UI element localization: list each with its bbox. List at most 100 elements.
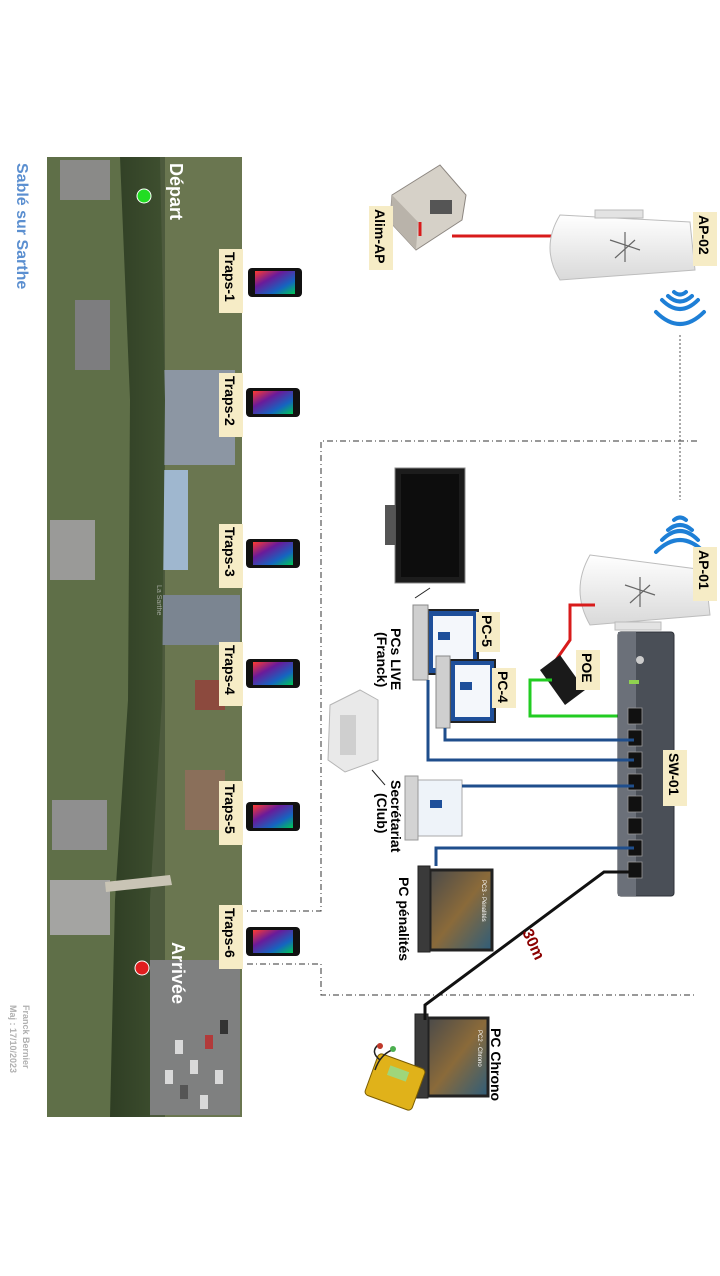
pc4-label: PC-4 [495, 671, 511, 703]
pc5-label-bg [476, 612, 500, 652]
phone-screen [253, 805, 293, 828]
building [52, 800, 107, 850]
printer-device [327, 689, 386, 786]
tv-screen [401, 474, 459, 577]
chronometer-display [386, 1065, 410, 1082]
trap-3: Traps-3 [219, 524, 300, 588]
alim-label: Alim-AP [372, 209, 388, 263]
phone-screen [253, 930, 293, 953]
link-pc-penalites [434, 846, 634, 866]
ap01-label-bg [693, 547, 717, 601]
building [60, 160, 110, 200]
ap-02-device: AP-02 [549, 209, 717, 281]
secretariat-label: Secrétariat [388, 780, 404, 853]
switch-sw01: SW-01 [617, 631, 687, 897]
trap-5: Traps-5 [219, 781, 300, 845]
tv-arrow [414, 587, 431, 599]
chronometer-icon [364, 1053, 426, 1111]
port [627, 861, 643, 879]
poe-link-green [528, 678, 632, 718]
pcs-live-label: PCs LIVE [388, 628, 404, 690]
trap-label-bg [219, 524, 243, 588]
laptop-base [404, 775, 419, 841]
start-marker [136, 188, 152, 204]
laptop-screen-logo [460, 682, 472, 690]
laptop-base [412, 604, 429, 681]
laptop-base [435, 655, 451, 729]
pc-penalites-device: PC3 - Pénalités [417, 865, 494, 953]
ap-mount [614, 621, 662, 631]
trap-label: Traps-3 [222, 527, 238, 577]
chrono-screen-text: PC2 - Chrono [476, 1030, 482, 1067]
cable-length-label: 30m [518, 927, 547, 963]
ap-01-device: AP-01 [579, 547, 717, 631]
finish-marker [134, 960, 150, 976]
alim-ap-device: Alim-AP [369, 164, 467, 270]
trap-label-bg [219, 905, 243, 969]
start-label: Départ [166, 163, 186, 220]
poe-injector-icon [540, 655, 585, 705]
switch-ports [627, 707, 643, 879]
laptop-screen [428, 868, 494, 952]
building [185, 770, 225, 830]
penalites-screen-text: PC3 - Pénalités [480, 880, 486, 922]
tv-stand [385, 505, 395, 545]
lan-links [426, 680, 634, 866]
wifi-icon [654, 290, 706, 326]
river-label: La Sarthe [155, 585, 162, 615]
building [50, 520, 95, 580]
river [110, 157, 165, 1117]
poe-device: POE [540, 603, 600, 705]
secretariat-sub: (Club) [374, 793, 390, 833]
poe-label: POE [579, 653, 595, 683]
pcs-live-owner: (Franck) [374, 632, 390, 687]
trap-label: Traps-6 [222, 908, 238, 958]
parking-lot [150, 960, 240, 1115]
pc4-label-bg [492, 668, 516, 708]
page-title: Sablé sur Sarthe [13, 163, 30, 289]
trap-label-bg [219, 373, 243, 437]
switch-led [629, 680, 639, 684]
link-pc-chrono [423, 870, 634, 1020]
switch-label-bg [663, 750, 687, 806]
port [627, 707, 643, 725]
trap-6: Traps-6 [219, 905, 300, 969]
trap-label: Traps-5 [222, 784, 238, 834]
poe-label-bg [576, 650, 600, 690]
building [75, 300, 110, 370]
cable-clip-icon [377, 1043, 383, 1049]
ap01-label: AP-01 [696, 550, 712, 590]
chronometer-cable [373, 1044, 393, 1071]
trap-label: Traps-1 [222, 252, 238, 302]
trap-label: Traps-4 [222, 645, 238, 695]
switch-label: SW-01 [666, 753, 682, 796]
building [50, 880, 110, 935]
ap-mount [594, 209, 644, 219]
poe-link-red [554, 603, 595, 661]
ubiquiti-logo-icon [609, 232, 641, 262]
aerial-map: Départ Arrivée La Sarthe [47, 157, 242, 1117]
laptop-screen-logo [438, 632, 450, 640]
ap02-label: AP-02 [696, 215, 712, 255]
ap02-label-bg [693, 212, 717, 266]
phone-screen [255, 271, 295, 294]
zone-boundary [247, 440, 697, 996]
finish-label: Arrivée [168, 942, 188, 1004]
trap-label-bg [219, 781, 243, 845]
switch-logo-icon [636, 656, 644, 664]
trap-2: Traps-2 [219, 373, 300, 437]
wifi-icon [654, 515, 706, 554]
pc-chrono-device: PC2 - Chrono [414, 1013, 490, 1099]
power-supply-face [390, 195, 418, 250]
cable-clip-icon [390, 1046, 396, 1052]
link-pc4 [443, 728, 634, 742]
pc5-label: PC-5 [479, 615, 495, 647]
link-pc5 [426, 680, 634, 762]
port [627, 729, 643, 747]
update-date: Maj : 17/10/2023 [8, 1005, 18, 1073]
trap-label-bg [219, 642, 243, 706]
trap-label-bg [219, 249, 243, 313]
port [627, 795, 643, 813]
bridge [105, 875, 172, 892]
laptop-screen-logo [430, 800, 442, 808]
